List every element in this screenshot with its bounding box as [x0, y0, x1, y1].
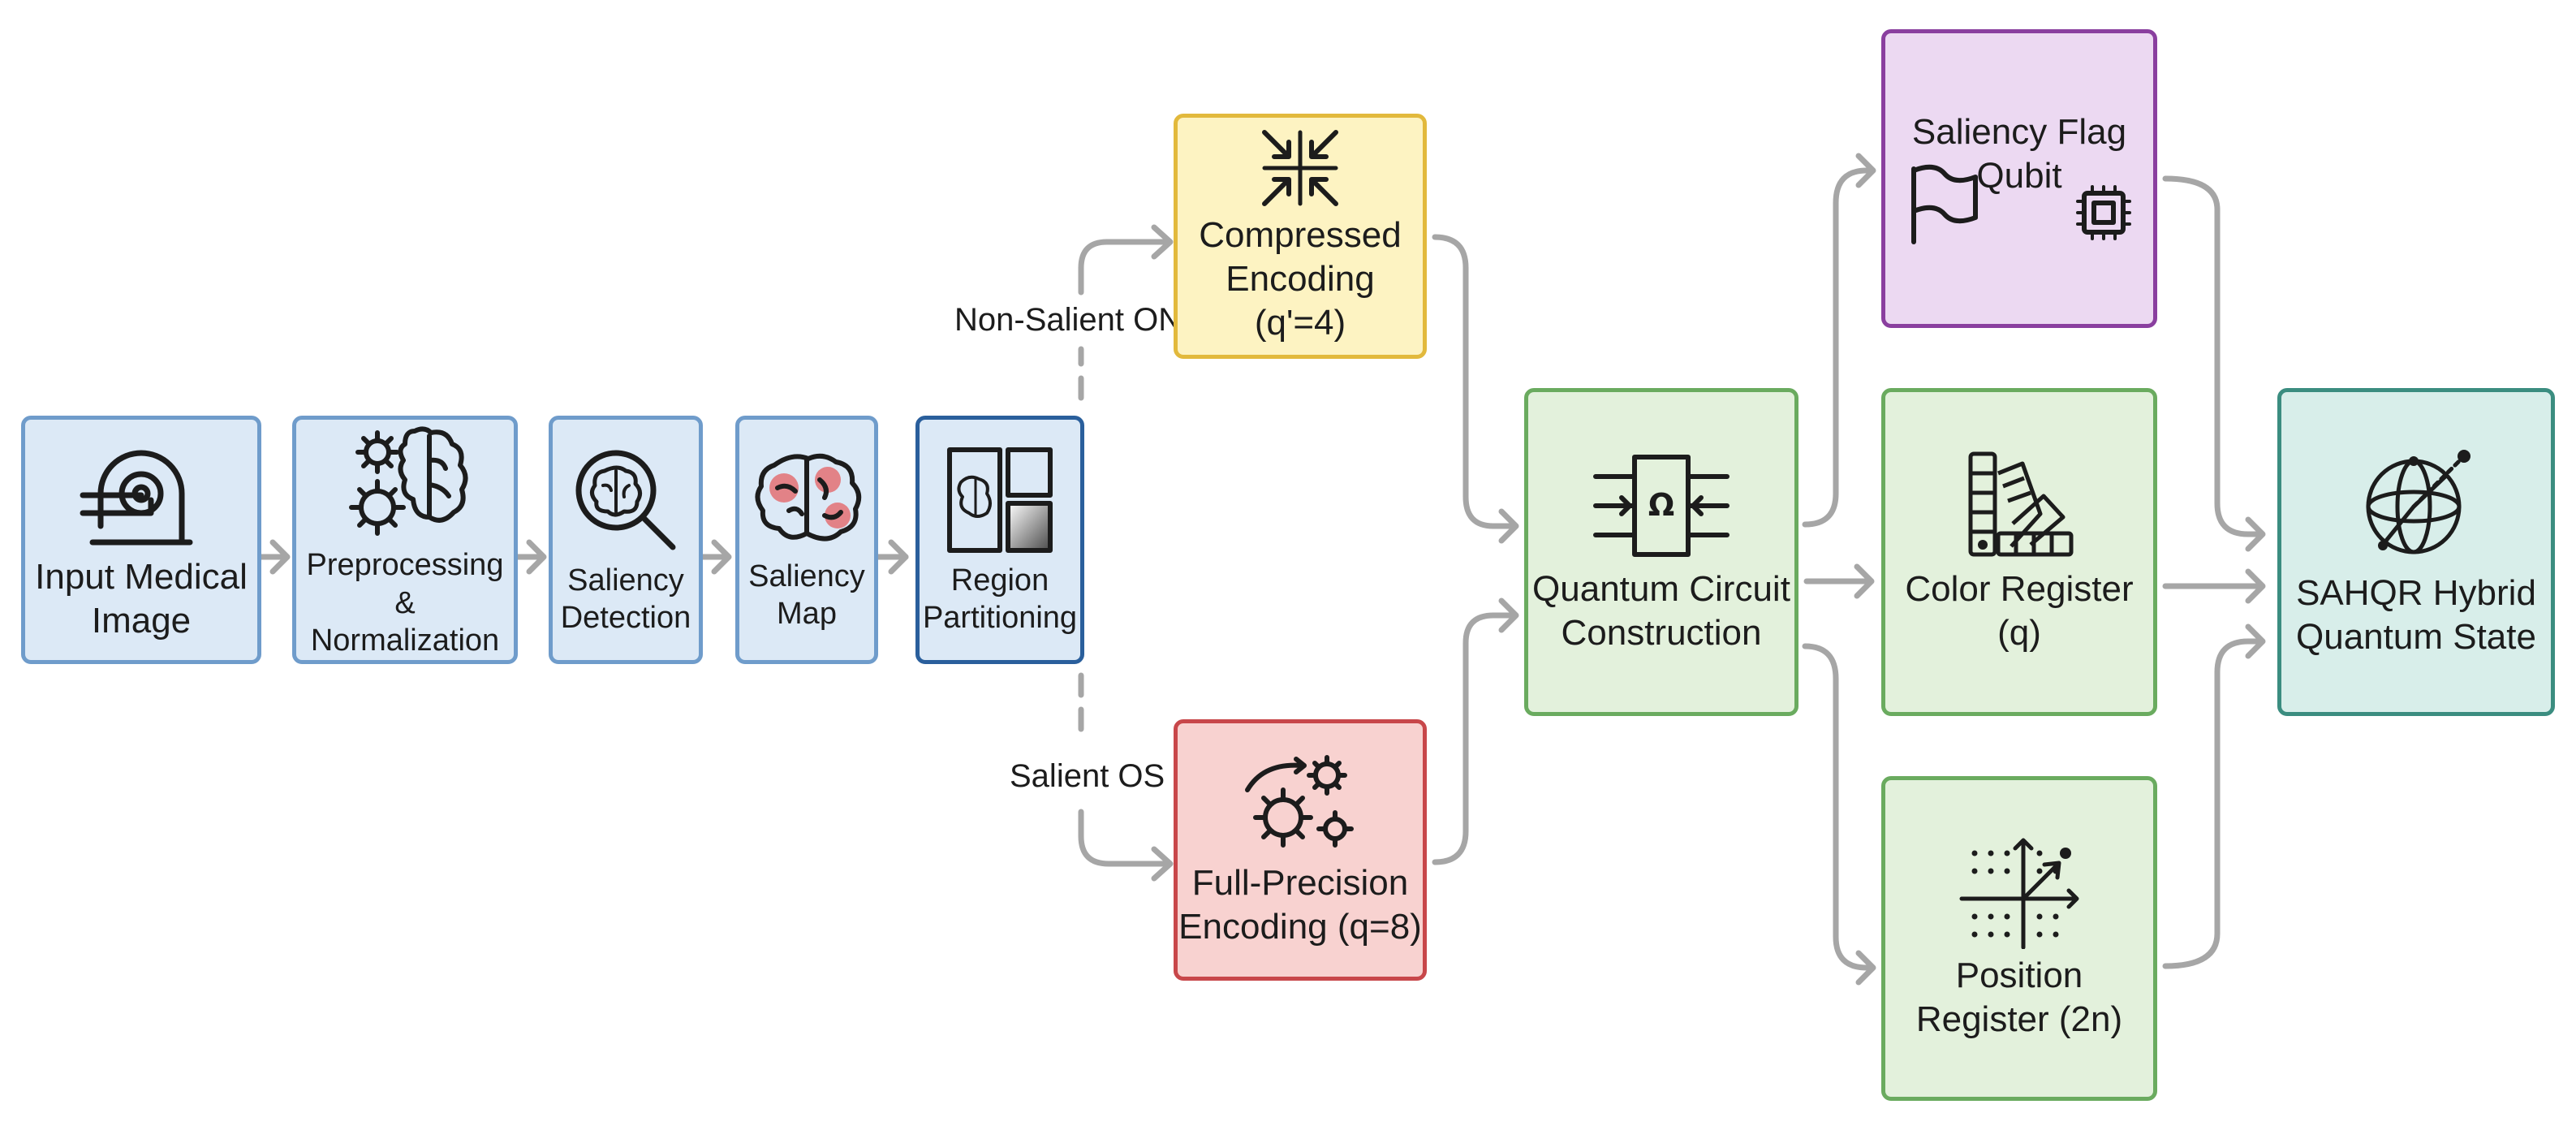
- quantum-gate-icon: Ω: [1593, 455, 1730, 558]
- arrow-fullprecision-circuit: [1432, 598, 1519, 865]
- arrow-preprocess-detection: [515, 539, 547, 575]
- arrow-flag-state: [2162, 175, 2266, 552]
- node-label: Full-Precision Encoding (q=8): [1178, 863, 1422, 947]
- partition-grid-icon: [947, 447, 1053, 553]
- node-label: Color Register (q): [1905, 569, 2134, 653]
- arrow-detection-map: [700, 539, 732, 575]
- brain-magnifier-icon: [575, 450, 676, 550]
- node-label: Saliency Map: [748, 559, 865, 631]
- gears-brain-icon: [349, 426, 468, 537]
- node-color-register: Color Register (q): [1881, 388, 2157, 716]
- arrow-circuit-position: [1802, 643, 1876, 986]
- flag-chip-icon: [1911, 164, 2131, 244]
- color-swatch-icon: [1968, 451, 2074, 557]
- node-region-partitioning: Region Partitioning: [915, 416, 1084, 664]
- node-label: Quantum Circuit Construction: [1532, 569, 1790, 653]
- arrow-region-compressed: [1078, 224, 1174, 401]
- node-label: Saliency Detection: [560, 563, 691, 635]
- node-position-register: Position Register (2n): [1881, 776, 2157, 1101]
- arrow-input-preprocess: [258, 539, 291, 575]
- compress-arrows-icon: [1262, 130, 1338, 207]
- node-saliency-flag-qubit: Saliency Flag Qubit: [1881, 29, 2157, 328]
- svg-text:Ω: Ω: [1648, 487, 1674, 523]
- coordinate-grid-icon: [1959, 838, 2079, 950]
- gears-icon: [1245, 755, 1354, 848]
- node-sahqr-hybrid-quantum-state: SAHQR Hybrid Quantum State: [2277, 388, 2555, 716]
- arrow-circuit-flag: [1802, 153, 1876, 528]
- node-compressed-encoding: Compressed Encoding (q'=4): [1174, 114, 1427, 359]
- node-label: Region Partitioning: [922, 563, 1078, 635]
- bloch-sphere-icon: [2366, 450, 2470, 554]
- node-full-precision-encoding: Full-Precision Encoding (q=8): [1174, 719, 1427, 981]
- node-label: SAHQR Hybrid Quantum State: [2296, 573, 2536, 657]
- arrow-circuit-color: [1803, 563, 1875, 599]
- node-label: Input Medical Image: [35, 557, 248, 641]
- node-input-medical-image: Input Medical Image: [21, 416, 261, 664]
- node-label: Compressed Encoding (q'=4): [1199, 215, 1402, 343]
- edge-label-non-salient: Non-Salient ON: [954, 302, 1182, 338]
- edge-label-salient: Salient OS: [1010, 758, 1165, 794]
- node-saliency-map: Saliency Map: [735, 416, 878, 664]
- node-quantum-circuit-construction: Ω Quantum Circuit Construction: [1524, 388, 1798, 716]
- node-label: Preprocessing & Normalization: [306, 548, 504, 658]
- arrow-region-fullprecision: [1078, 672, 1174, 882]
- mri-scanner-icon: [80, 450, 193, 546]
- arrow-position-state: [2162, 623, 2266, 969]
- arrow-map-region: [875, 539, 909, 575]
- arrow-color-state: [2162, 568, 2266, 604]
- node-label: Saliency Flag Qubit: [1911, 112, 2127, 196]
- brain-heatmap-icon: [755, 453, 862, 541]
- node-saliency-detection: Saliency Detection: [549, 416, 703, 664]
- node-preprocessing: Preprocessing & Normalization: [292, 416, 518, 664]
- node-label: Position Register (2n): [1915, 956, 2123, 1039]
- arrow-compressed-circuit: [1432, 234, 1519, 544]
